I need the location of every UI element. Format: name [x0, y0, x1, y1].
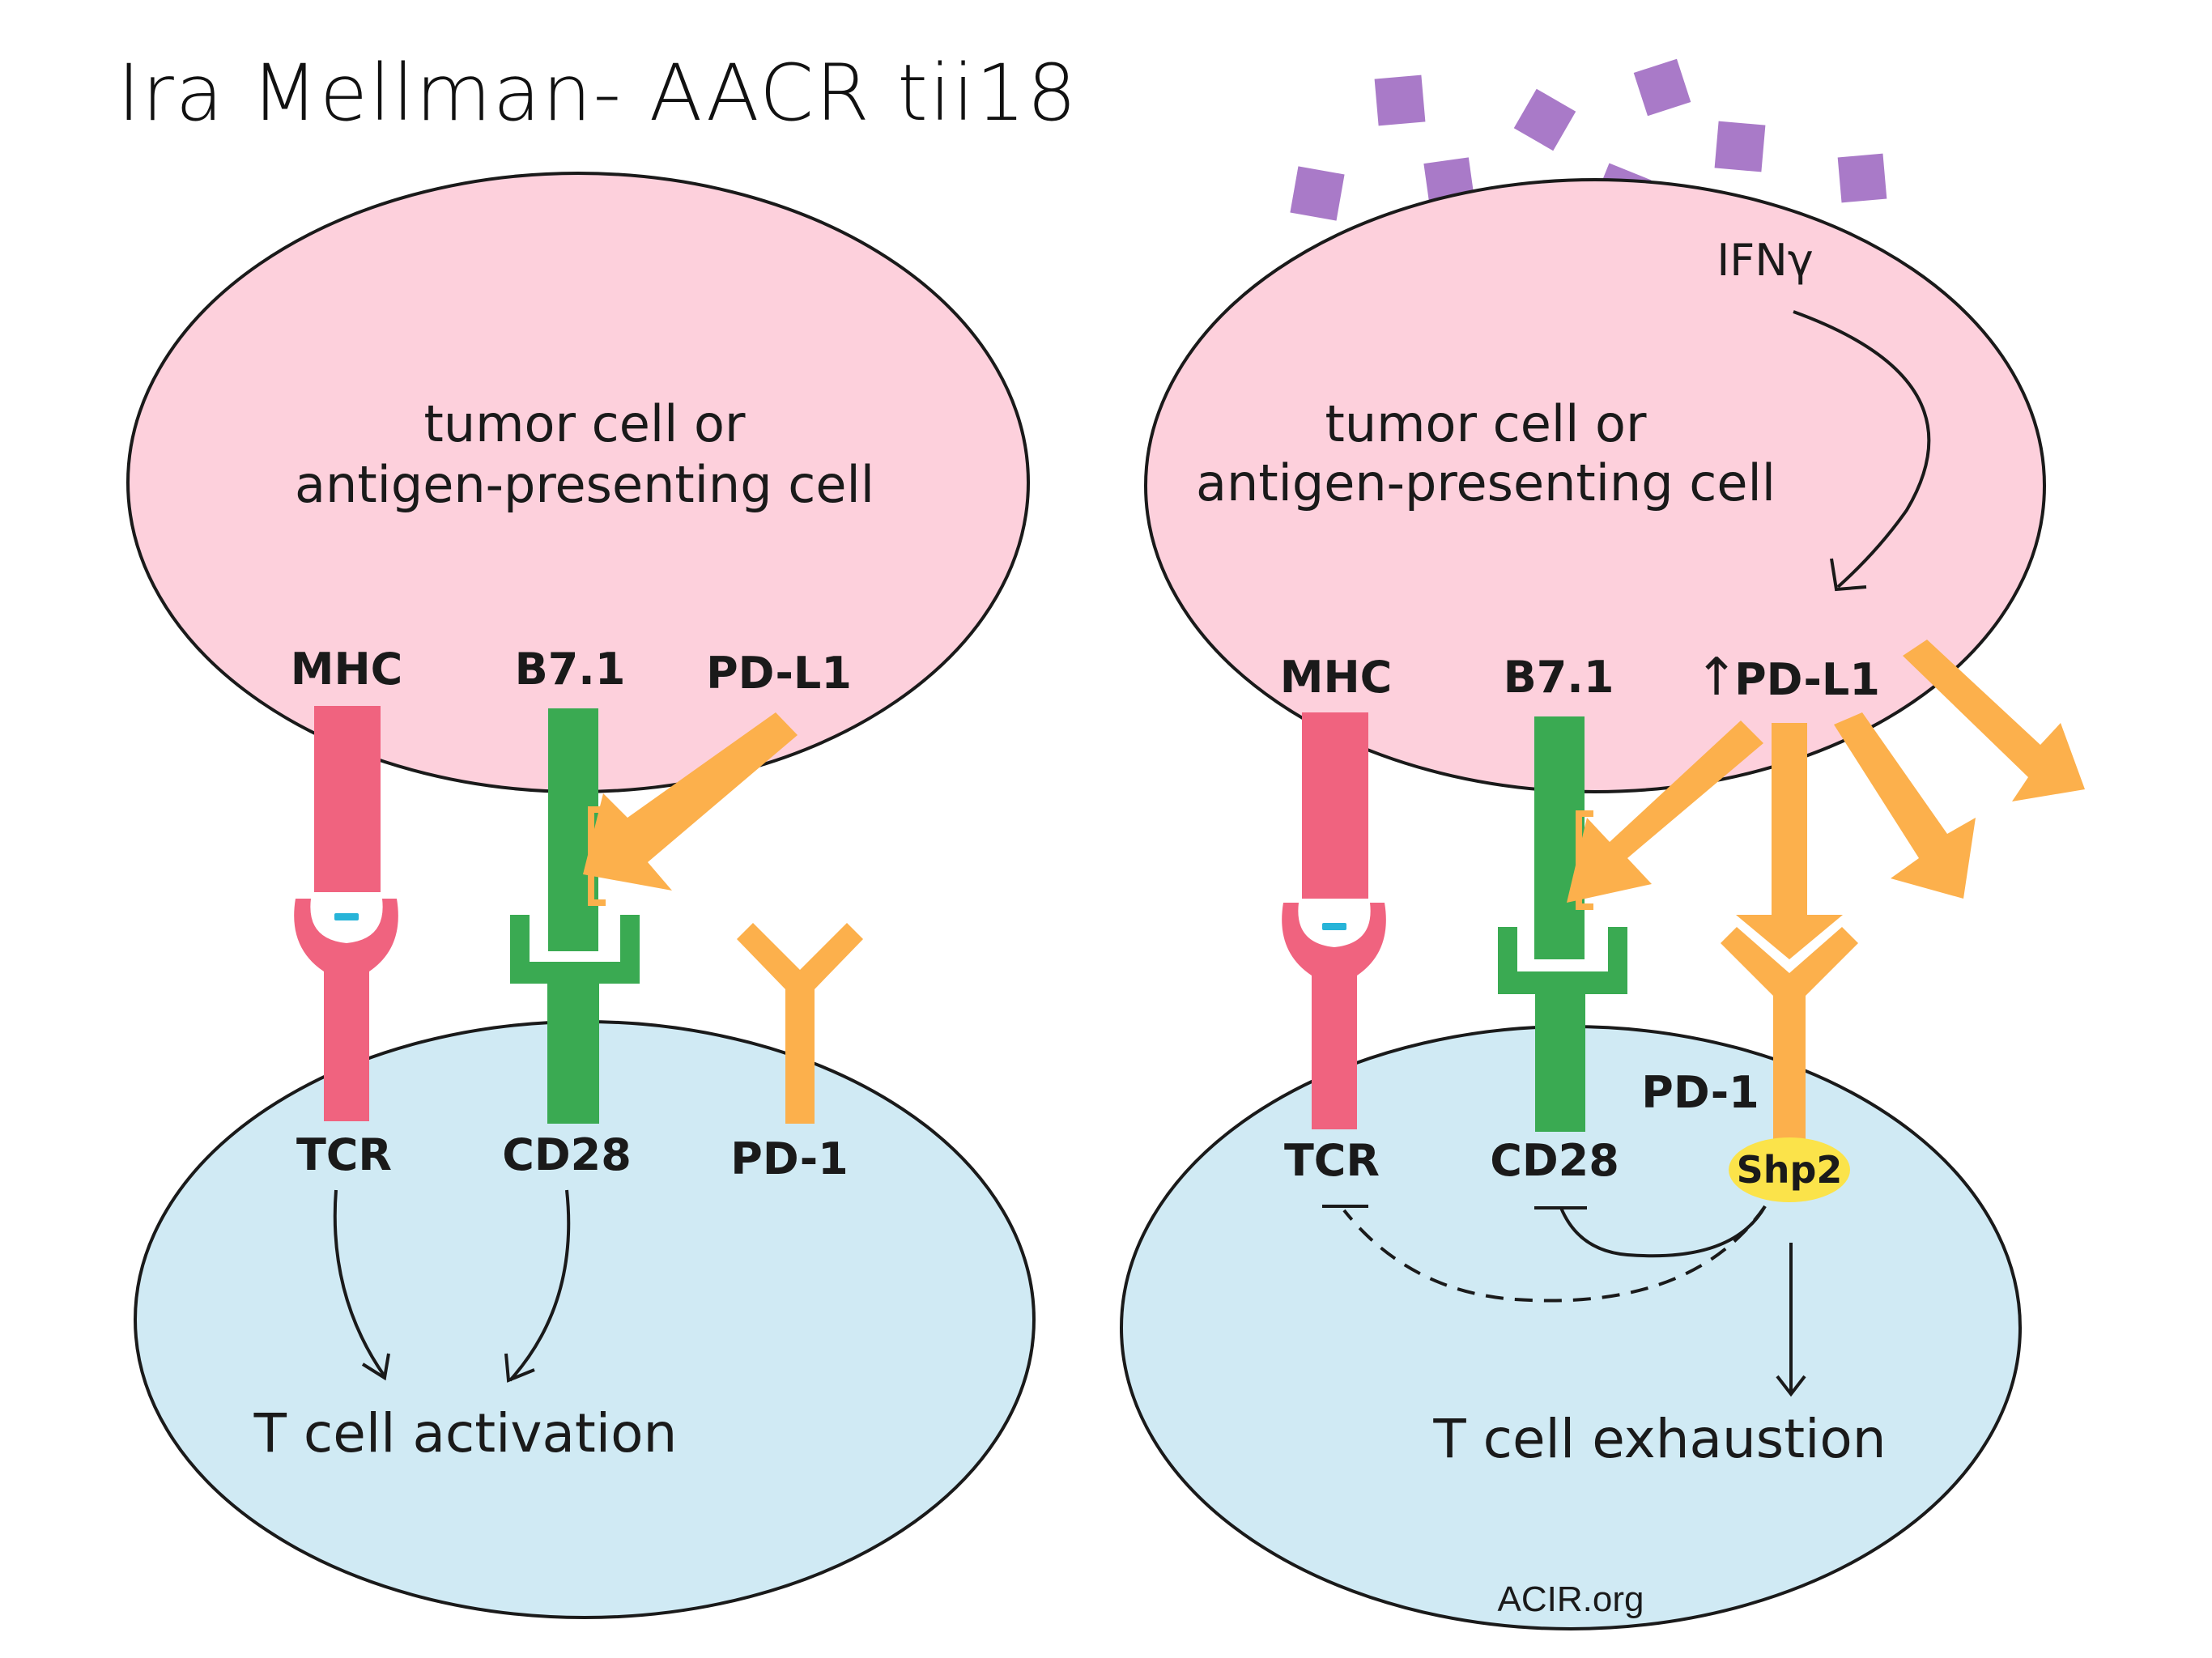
left-tcr-molecule	[294, 899, 398, 1121]
left-b71-molecule	[548, 708, 606, 951]
left-pdl1-arrow	[583, 712, 798, 891]
right-pd1-molecule	[1721, 927, 1858, 1150]
left-apc-label-line1: tumor cell or	[424, 394, 746, 453]
page-title: Ira Mellman- AACR tii18	[117, 48, 1078, 138]
right-apc-cell	[1144, 178, 2046, 793]
right-cd28-molecule	[1498, 927, 1627, 1132]
pdl1-arrow-outward-2	[1903, 640, 2085, 801]
right-panel: IFNγ tumor cell or antigen-presenting ce…	[1120, 58, 2085, 1630]
right-mhc-label: MHC	[1280, 652, 1393, 703]
right-b71-label: B7.1	[1504, 652, 1614, 703]
right-mhc-molecule	[1302, 712, 1368, 899]
right-apc-label-line2: antigen-presenting cell	[1196, 453, 1776, 512]
right-antigen-peptide	[1322, 923, 1346, 930]
left-pd1-molecule	[737, 923, 863, 1124]
right-outcome-label: T cell exhaustion	[1432, 1408, 1886, 1470]
left-cd28-signal-arrow	[508, 1189, 571, 1382]
left-antigen-peptide	[334, 913, 359, 920]
pdl1-arrow-to-pd1	[1736, 723, 1843, 959]
left-b71-label: B7.1	[515, 644, 626, 695]
left-cd28-label: CD28	[502, 1129, 632, 1180]
ifng-signal-arrow	[1793, 310, 1931, 589]
right-pdl1-arrows	[1567, 640, 2085, 959]
left-apc-label-line2: antigen-presenting cell	[295, 455, 874, 514]
ifng-label: IFNγ	[1716, 235, 1813, 286]
left-pdl1-label: PD-L1	[706, 648, 852, 699]
left-mhc-molecule	[314, 706, 381, 892]
left-pd1-label: PD-1	[730, 1133, 848, 1184]
right-b71-molecule	[1534, 716, 1593, 959]
right-pd1-label: PD-1	[1641, 1067, 1759, 1118]
left-outcome-label: T cell activation	[253, 1402, 678, 1465]
left-cd28-molecule	[510, 915, 640, 1124]
left-tcr-label: TCR	[296, 1129, 392, 1180]
shp2-inhibits-tcr	[1342, 1205, 1767, 1303]
right-tcr-label: TCR	[1284, 1135, 1380, 1186]
shp2-molecule	[1729, 1137, 1850, 1202]
right-pdl1-label: PD-L1	[1734, 654, 1880, 705]
pdl1-upregulation-arrow: ↑	[1695, 648, 1738, 708]
left-panel: tumor cell or antigen-presenting cell MH…	[126, 172, 1036, 1619]
shp2-label: Shp2	[1737, 1148, 1843, 1192]
left-mhc-label: MHC	[291, 644, 403, 695]
right-tcr-molecule	[1282, 903, 1386, 1129]
left-tcr-signal-arrow	[333, 1189, 386, 1378]
pdl1-arrow-outward-1	[1834, 712, 1976, 899]
right-apc-label-line1: tumor cell or	[1325, 394, 1647, 453]
pdl1-arrow-to-b71	[1567, 721, 1763, 903]
right-cd28-label: CD28	[1490, 1135, 1619, 1186]
credit-label: ACIR.org	[1498, 1579, 1644, 1619]
